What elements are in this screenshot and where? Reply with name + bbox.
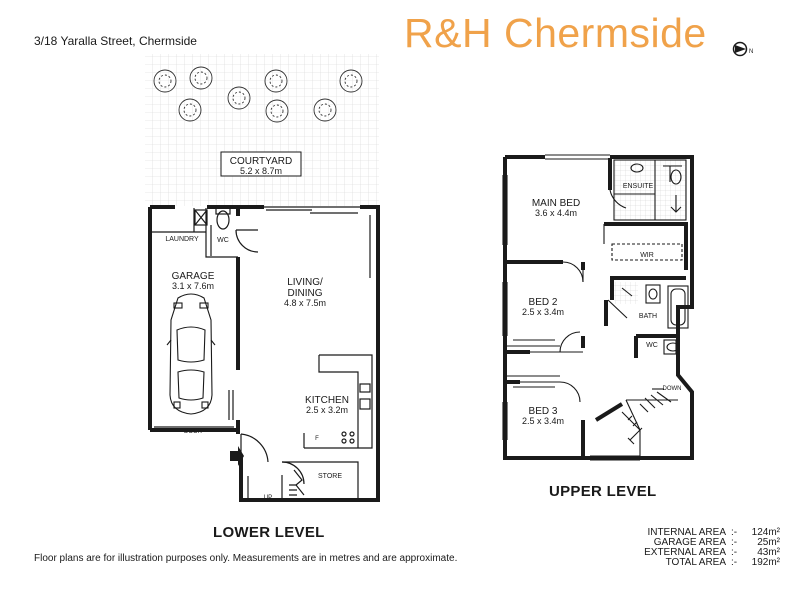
property-address: 3/18 Yaralla Street, Chermside bbox=[34, 34, 197, 48]
area-summary: INTERNAL AREA :- 124m² GARAGE AREA :- 25… bbox=[628, 528, 780, 568]
lower-level-plan bbox=[145, 54, 380, 502]
area-value: 192m² bbox=[751, 557, 780, 568]
tree-icon bbox=[265, 99, 289, 123]
bed3-size: 2.5 x 3.4m bbox=[522, 416, 564, 426]
area-separator: :- bbox=[730, 537, 738, 548]
bed2-label: BED 2 bbox=[529, 297, 558, 308]
area-label: EXTERNAL AREA bbox=[644, 547, 726, 558]
area-label: INTERNAL AREA bbox=[647, 527, 726, 538]
garage-label: GARAGE bbox=[172, 271, 215, 282]
car-icon bbox=[166, 293, 216, 415]
area-value: 124m² bbox=[751, 527, 780, 538]
garage-door-label: DOOR bbox=[184, 429, 203, 435]
kitchen-size: 2.5 x 3.2m bbox=[306, 405, 348, 415]
ensuite-label: ENSUITE bbox=[623, 183, 654, 190]
kitchen-label: KITCHEN bbox=[305, 395, 349, 406]
disclaimer-footnote: Floor plans are for illustration purpose… bbox=[34, 553, 458, 564]
area-value: 25m² bbox=[757, 537, 780, 548]
entry-arrow-icon bbox=[230, 446, 244, 466]
tree-icon bbox=[264, 69, 288, 93]
north-arrow-icon: N bbox=[732, 41, 753, 57]
tree-icons bbox=[153, 66, 363, 123]
laundry-label: LAUNDRY bbox=[165, 236, 199, 243]
stairs-up-label: UP bbox=[264, 495, 272, 501]
tree-icon bbox=[339, 69, 363, 93]
courtyard-label: COURTYARD bbox=[230, 156, 292, 167]
upper-level-labels: MAIN BED 3.6 x 4.4m ENSUITE WIR BED 2 2.… bbox=[522, 183, 682, 426]
lower-level-title: LOWER LEVEL bbox=[213, 524, 325, 541]
main-bed-size: 3.6 x 4.4m bbox=[535, 208, 577, 218]
bed3-label: BED 3 bbox=[529, 406, 558, 417]
living-label-line1: LIVING/ bbox=[287, 277, 323, 288]
tree-icon bbox=[153, 69, 177, 93]
area-row-total: TOTAL AREA :- 192m² bbox=[628, 558, 780, 568]
north-letter: N bbox=[749, 49, 753, 55]
tree-icon bbox=[178, 98, 202, 122]
area-label: TOTAL AREA bbox=[665, 557, 726, 568]
lower-level-labels: COURTYARD 5.2 x 8.7m LAUNDRY WC GARAGE 3… bbox=[165, 156, 349, 501]
lower-wc-label: WC bbox=[217, 237, 229, 244]
wir-label: WIR bbox=[640, 252, 654, 259]
area-value: 43m² bbox=[757, 547, 780, 558]
store-label: STORE bbox=[318, 473, 342, 480]
area-row-garage: GARAGE AREA :- 25m² bbox=[628, 538, 780, 548]
living-label-line2: DINING bbox=[288, 288, 323, 299]
main-bed-label: MAIN BED bbox=[532, 198, 580, 209]
living-size: 4.8 x 7.5m bbox=[284, 298, 326, 308]
courtyard-area bbox=[145, 54, 379, 206]
area-separator: :- bbox=[730, 547, 738, 558]
stairs-down-label: DOWN bbox=[663, 386, 682, 392]
tree-icon bbox=[189, 66, 213, 90]
tree-icon bbox=[313, 98, 337, 122]
agency-logo-text: R&H Chermside bbox=[404, 10, 707, 56]
bath-label: BATH bbox=[639, 313, 657, 320]
upper-level-title: UPPER LEVEL bbox=[549, 483, 657, 500]
area-label: GARAGE AREA bbox=[653, 537, 726, 548]
upper-wc-label: WC bbox=[646, 342, 658, 349]
fridge-label: F bbox=[315, 436, 319, 442]
upper-level-plan bbox=[502, 154, 694, 461]
area-separator: :- bbox=[730, 557, 738, 568]
garage-size: 3.1 x 7.6m bbox=[172, 281, 214, 291]
tree-icon bbox=[227, 86, 251, 110]
area-row-internal: INTERNAL AREA :- 124m² bbox=[628, 528, 780, 538]
bed2-size: 2.5 x 3.4m bbox=[522, 307, 564, 317]
area-separator: :- bbox=[730, 527, 738, 538]
area-row-external: EXTERNAL AREA :- 43m² bbox=[628, 548, 780, 558]
courtyard-size: 5.2 x 8.7m bbox=[240, 166, 282, 176]
